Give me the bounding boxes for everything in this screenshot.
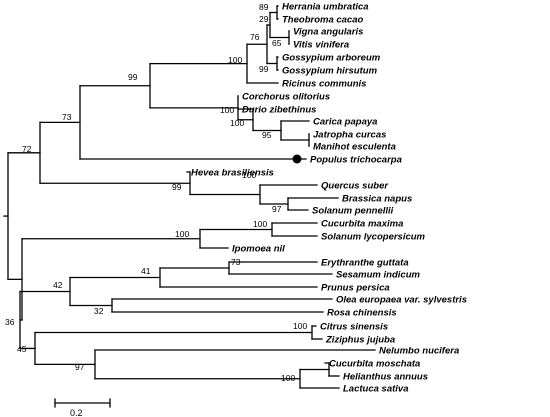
taxon-label-sesamum-indicum: Sesamum indicum [336,270,420,281]
bootstrap-value: 89 [259,2,269,12]
bootstrap-value: 99 [128,72,138,82]
scale-bar-label: 0.2 [70,408,83,417]
taxon-label-vitis-vinifera: Vitis vinifera [293,40,349,51]
taxon-label-olea-europaea-var-sylvestris: Olea europaea var. sylvestris [336,295,467,306]
bootstrap-value: 100 [281,373,295,383]
taxon-label-ipomoea-nil: Ipomoea nil [232,244,285,255]
bootstrap-value: 100 [242,170,256,180]
bootstrap-values: 89 29 76 65 99 100 99 100 100 95 73 99 100 97 100 72 73 4… [5,2,307,383]
taxon-label-herrania-umbratica: Herrania umbratica [282,2,369,13]
taxon-label-carica-papaya: Carica papaya [313,117,377,128]
taxon-label-cucurbita-maxima: Cucurbita maxima [321,219,403,230]
bootstrap-value: 72 [22,144,32,154]
taxon-label-populus-trichocarpa: Populus trichocarpa [310,155,402,166]
tree-branches [3,5,376,389]
taxon-label-prunus-persica: Prunus persica [321,283,390,294]
bootstrap-value: 99 [172,182,182,192]
taxon-label-quercus-suber: Quercus suber [321,181,389,192]
bootstrap-value: 97 [75,362,85,372]
highlight-marker-icon [292,154,302,164]
bootstrap-value: 73 [62,112,72,122]
taxon-label-rosa-chinensis: Rosa chinensis [327,308,397,319]
taxon-label-erythranthe-guttata: Erythranthe guttata [321,258,409,269]
taxon-label-helianthus-annuus: Helianthus annuus [343,372,428,383]
taxon-label-manihot-esculenta: Manihot esculenta [313,142,396,153]
scale-bar: 0.2 [54,398,111,417]
taxon-label-brassica-napus: Brassica napus [342,194,412,205]
taxon-label-hevea-brasiliensis: Hevea brasiliensis [191,168,274,179]
bootstrap-value: 100 [228,55,242,65]
taxon-label-vigna-angularis: Vigna angularis [293,27,363,38]
taxon-label-corchorus-olitorius: Corchorus olitorius [242,92,330,103]
bootstrap-value: 100 [253,219,267,229]
bootstrap-value: 99 [259,64,269,74]
bootstrap-value: 100 [293,321,307,331]
taxon-label-solanum-pennellii: Solanum pennellii [312,206,394,217]
taxon-label-gossypium-hirsutum: Gossypium hirsutum [282,66,378,77]
taxon-label-cucurbita-moschata: Cucurbita moschata [329,359,420,370]
taxon-label-theobroma-cacao: Theobroma cacao [282,15,363,26]
taxon-label-ziziphus-jujuba: Ziziphus jujuba [325,335,395,346]
bootstrap-value: 76 [250,32,260,42]
taxon-label-lactuca-sativa: Lactuca sativa [343,384,408,395]
bootstrap-value: 42 [53,280,63,290]
bootstrap-value: 100 [230,118,244,128]
bootstrap-value: 32 [94,306,104,316]
taxon-label-nelumbo-nucifera: Nelumbo nucifera [379,346,459,357]
bootstrap-value: 95 [262,130,272,140]
bootstrap-value: 45 [17,344,27,354]
bootstrap-value: 97 [272,204,282,214]
scale-bar-line [54,398,111,408]
bootstrap-value: 73 [231,257,241,267]
bootstrap-value: 100 [175,229,189,239]
taxon-label-ricinus-communis: Ricinus communis [282,79,366,90]
taxon-label-durio-zibethinus: Durio zibethinus [242,105,316,116]
bootstrap-value: 100 [220,105,234,115]
bootstrap-value: 41 [141,266,151,276]
bootstrap-value: 65 [272,38,282,48]
taxon-label-jatropha-curcas: Jatropha curcas [313,130,386,141]
bootstrap-value: 29 [259,14,269,24]
taxon-label-solanum-lycopersicum: Solanum lycopersicum [321,232,426,243]
taxon-label-citrus-sinensis: Citrus sinensis [320,322,388,333]
bootstrap-value: 36 [5,317,15,327]
taxon-label-gossypium-arboreum: Gossypium arboreum [282,53,381,64]
